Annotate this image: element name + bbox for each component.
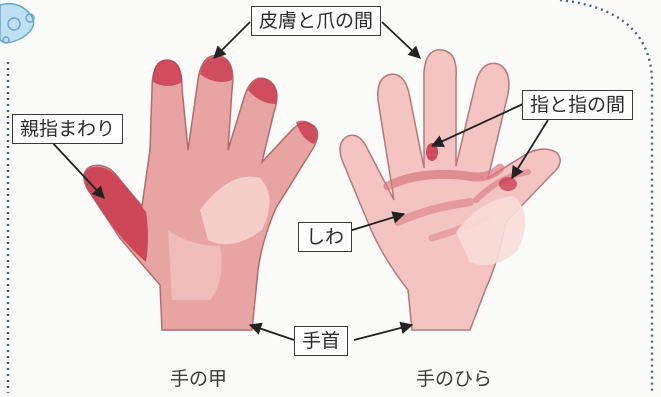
label-thumb-around: 親指まわり [12,114,123,144]
label-wrinkles: しわ [298,222,352,252]
back-of-hand [84,56,318,331]
soap-bubble-icon [0,4,34,43]
caption-back-of-hand: 手の甲 [170,364,227,391]
label-between-fingers: 指と指の間 [522,90,633,120]
label-wrist: 手首 [294,326,348,356]
caption-palm: 手のひら [416,364,492,391]
label-skin-nail: 皮膚と爪の間 [251,6,381,36]
